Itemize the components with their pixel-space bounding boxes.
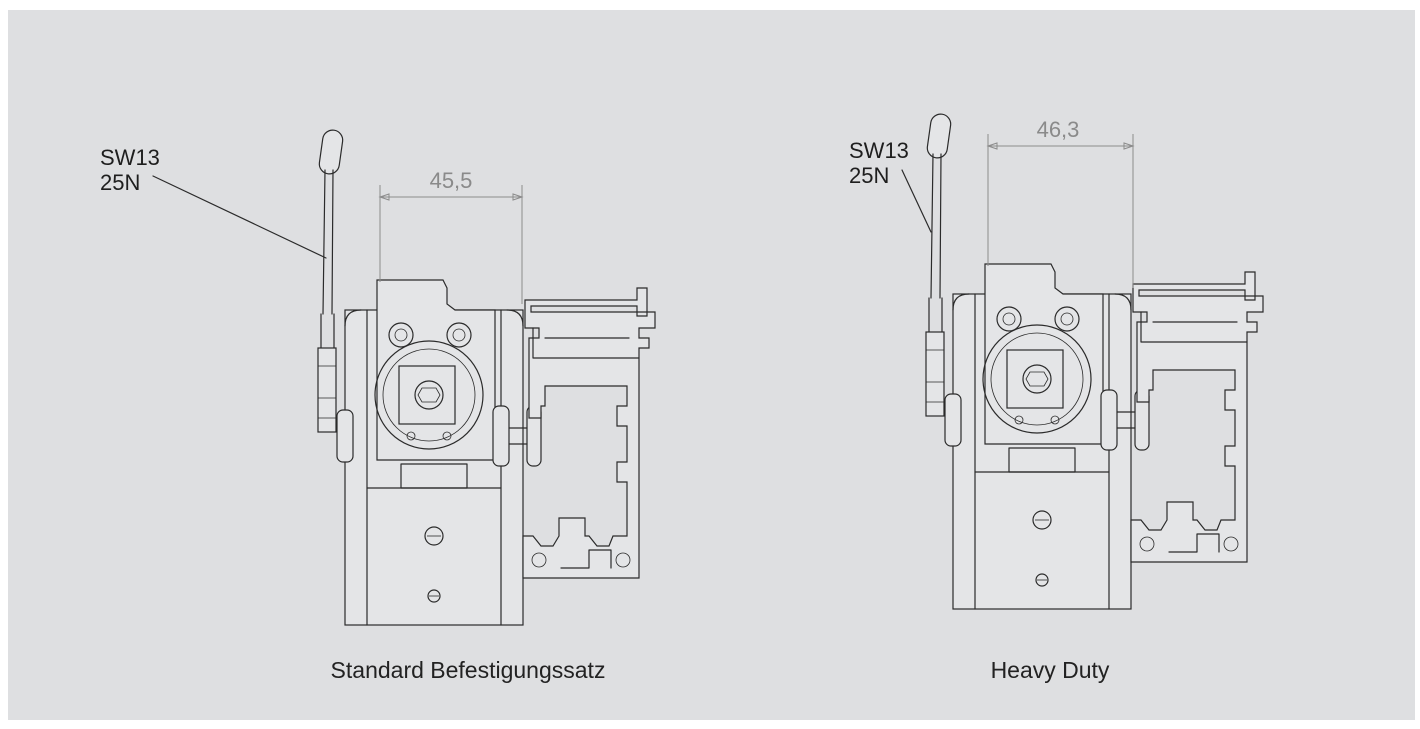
caption-standard: Standard Befestigungssatz [331, 657, 606, 683]
callout-heavy-duty-line2: 25N [849, 163, 889, 188]
callout-leader-heavy-duty [901, 169, 932, 233]
callout-standard-line1: SW13 [100, 145, 160, 170]
caption-heavy-duty: Heavy Duty [991, 657, 1110, 683]
dimension-standard: 45,5 [430, 168, 473, 193]
callout-standard-line2: 25N [100, 170, 140, 195]
dimension-heavy-duty: 46,3 [1037, 117, 1080, 142]
standard-dimension [378, 185, 524, 304]
heavy-duty-dimension [986, 134, 1135, 288]
standard-assembly [317, 128, 656, 626]
callout-leader-standard [152, 175, 327, 259]
callout-heavy-duty-line1: SW13 [849, 138, 909, 163]
heavy-duty-assembly [925, 112, 1264, 610]
